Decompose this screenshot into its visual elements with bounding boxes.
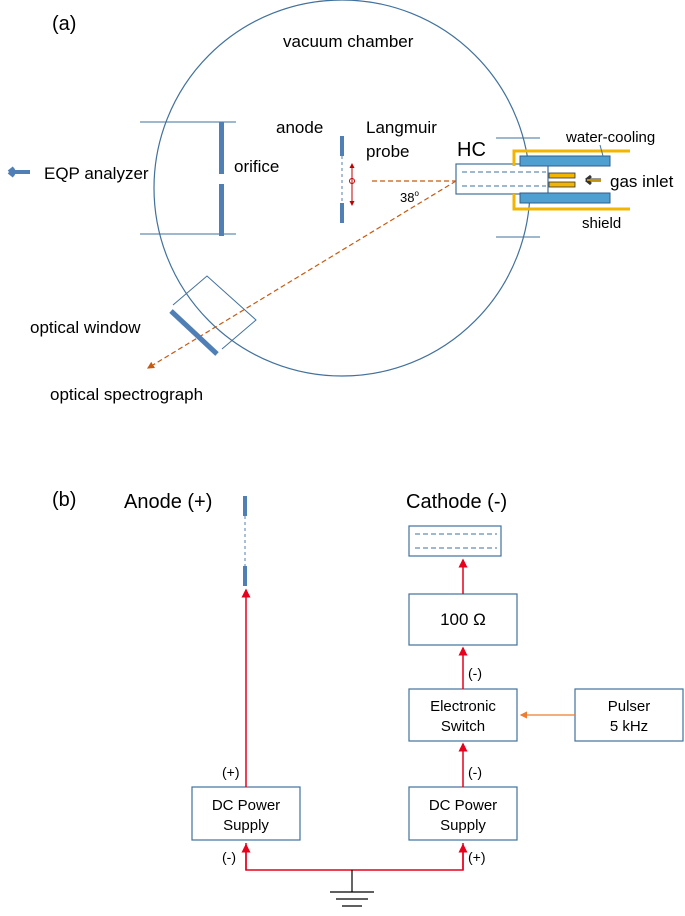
polarity-left-plus: (+) [222,764,240,780]
hc-label: HC [457,139,486,161]
panel-b: (b) Anode (+) Cathode (-) 100 Ω Electron… [52,489,684,907]
dc-power-supply-left-box [191,786,301,841]
pulser-label-line2: 5 kHz [610,718,648,735]
pulser-label-line1: Pulser [608,698,651,715]
anode-title: Anode (+) [124,491,212,513]
angle-label: 38o [400,189,419,205]
water-cooling-label: water-cooling [565,129,655,146]
dc-right-label-line1: DC Power [429,797,497,814]
optical-spectrograph-label: optical spectrograph [50,385,203,404]
polarity-right-plus: (+) [468,849,486,865]
polarity-right-minus-upper: (-) [468,665,482,681]
polarity-right-minus-lower: (-) [468,764,482,780]
cathode-symbol-box [408,525,502,557]
water-cooling-bar-top [519,155,611,167]
probe-tip-icon [349,178,355,184]
water-cooling-pointer [599,144,604,157]
anode-symbol-top [243,496,247,516]
wire-ground-loop [245,843,464,871]
switch-label-line1: Electronic [430,698,496,715]
langmuir-label-line1: Langmuir [366,118,437,137]
anode-label: anode [276,118,323,137]
gas-inlet-label: gas inlet [610,172,674,191]
gas-tube-top [548,172,576,179]
anode-symbol-bottom [243,566,247,586]
anode-rod-top [340,136,344,156]
optical-window-frame [172,275,257,350]
vacuum-chamber-label: vacuum chamber [283,32,414,51]
polarity-left-minus: (-) [222,849,236,865]
langmuir-label-line2: probe [366,142,409,161]
optical-path-arrow [146,180,457,369]
pulser-box [574,688,684,742]
dc-left-label-line2: Supply [223,817,269,834]
panel-a-label: (a) [52,13,76,35]
ground-icon [330,870,374,907]
dc-right-label-line2: Supply [440,817,486,834]
optical-window-label: optical window [30,318,141,337]
panel-a: (a) vacuum chamber orifice EQP analyzer … [7,0,674,404]
eqp-arrow-icon [7,166,30,178]
panel-b-label: (b) [52,489,76,511]
cathode-title: Cathode (-) [406,491,507,513]
orifice-plate-top [219,122,224,174]
shield-bottom [512,194,630,211]
orifice-label: orifice [234,157,279,176]
electronic-switch-box [408,688,518,742]
resistor-label: 100 Ω [440,610,486,629]
water-cooling-bar-bottom [519,192,611,204]
shield-label: shield [582,215,621,232]
optical-window-glass [169,309,219,356]
switch-label-line2: Switch [441,718,485,735]
orifice-plate-bottom [219,184,224,236]
dc-left-label-line1: DC Power [212,797,280,814]
shield-top [512,149,630,166]
anode-rod-bottom [340,203,344,223]
gas-tube-bottom [548,181,576,188]
hollow-cathode-box [455,163,549,195]
eqp-analyzer-label: EQP analyzer [44,164,149,183]
